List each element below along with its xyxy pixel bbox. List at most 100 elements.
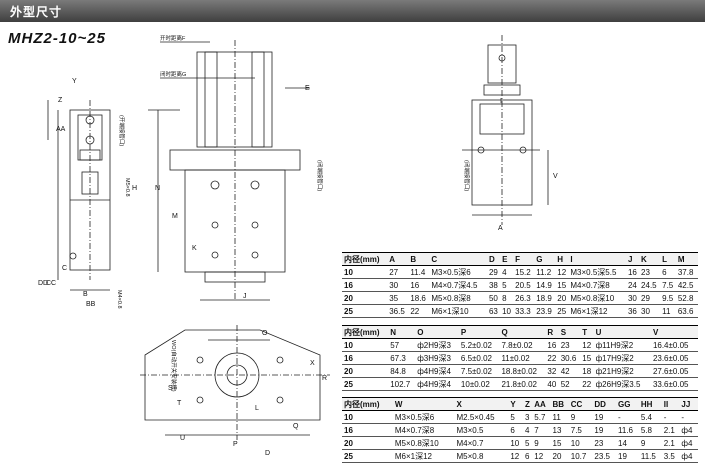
drawing-label-h: H — [132, 185, 137, 192]
table-cell: 12 — [509, 449, 525, 463]
table-header-cell: 内径(mm) — [342, 397, 394, 411]
table-cell: 16 — [342, 423, 394, 437]
table-header-cell: Q — [500, 325, 547, 339]
table-cell: - — [680, 410, 698, 424]
table-header-cell: M — [676, 252, 698, 266]
drawing-label-y: Y — [72, 78, 77, 85]
table-cell: 23.9 — [535, 304, 557, 318]
table-cell: 30 — [388, 278, 410, 292]
table-cell: 63 — [487, 304, 502, 318]
table-cell: 16 — [546, 338, 560, 352]
table-cell: 27 — [388, 265, 410, 279]
table-cell: 20.5 — [514, 278, 536, 292]
table-cell: 4 — [501, 265, 515, 279]
table-cell: 25 — [342, 449, 394, 463]
table-header-cell: A — [388, 252, 410, 266]
table-cell: 22 — [546, 351, 560, 365]
table-header-cell: X — [455, 397, 510, 411]
table-header-cell: HH — [639, 397, 663, 411]
table-header-cell: 内径(mm) — [342, 252, 389, 266]
table-cell: M5×0.8深10 — [393, 436, 456, 450]
table-header-cell: G — [535, 252, 557, 266]
table-cell: 19 — [593, 423, 618, 437]
drawing-label-s: S — [168, 385, 173, 392]
table-cell: 5 — [524, 436, 534, 450]
table-cell: 19 — [617, 449, 640, 463]
table-header-cell: V — [651, 325, 698, 339]
table-header-cell: D — [487, 252, 502, 266]
close-stroke-label: 闭时距离G — [160, 70, 186, 78]
table-cell: 12 — [533, 449, 552, 463]
table-cell: 11 — [661, 304, 677, 318]
table-cell: M4×0.7深8 — [569, 278, 627, 292]
table-cell: 10 — [342, 410, 394, 424]
table-cell: 52 — [559, 377, 582, 391]
table-cell: 22 — [409, 304, 431, 318]
table-cell: 42.5 — [676, 278, 698, 292]
table-cell: 20 — [342, 436, 394, 450]
top-view-drawing — [462, 35, 549, 225]
table-cell: ф26H9深3.5 — [594, 377, 652, 391]
table-cell: 18 — [581, 364, 595, 378]
table-cell: 38 — [487, 278, 502, 292]
table-cell: 11.5 — [639, 449, 663, 463]
dimension-table-3: 内径(mm) W X Y Z AA BB CC DD GG HH II JJ 1… — [342, 397, 698, 463]
front-view-drawing — [148, 40, 310, 301]
table-header-cell: BB — [551, 397, 570, 411]
table-cell: 32 — [546, 364, 560, 378]
table-cell: - — [662, 410, 681, 424]
table-cell: 67.3 — [389, 351, 417, 365]
close-port-label-top: (闭端接管口) — [463, 160, 471, 191]
table-cell: 15 — [581, 351, 595, 365]
table-header-cell: O — [416, 325, 460, 339]
table-cell: 57 — [389, 338, 417, 352]
table-cell: 24.5 — [640, 278, 662, 292]
table-cell: M6×1深12 — [569, 304, 627, 318]
table-header-cell: GG — [617, 397, 640, 411]
table-cell: 7.5±0.02 — [459, 364, 501, 378]
table-cell: 21.8±0.02 — [500, 377, 547, 391]
bottom-view-drawing — [140, 325, 330, 440]
table-cell: 10 — [342, 338, 390, 352]
model-title: MHZ2-10~25 — [8, 30, 106, 47]
drawing-label-k: K — [192, 245, 197, 252]
table-cell: ф4H9深4 — [416, 364, 460, 378]
table-cell: 11.2 — [535, 265, 557, 279]
table-cell: 14.9 — [535, 278, 557, 292]
drawing-label-z: Z — [58, 97, 63, 104]
thread-note-label: M5×0.8 — [124, 178, 130, 197]
close-port-label: (闭端接管口) — [316, 160, 324, 191]
table-cell: 16 — [342, 278, 389, 292]
drawing-label-u: U — [180, 435, 185, 442]
table-cell: 5.7 — [533, 410, 552, 424]
table-cell: 3.5 — [662, 449, 681, 463]
section-header-bar: 外型尺寸 — [0, 0, 705, 22]
table-cell: 2.1 — [662, 436, 681, 450]
drawing-label-l: L — [255, 405, 259, 412]
table-header-cell: I — [569, 252, 627, 266]
table-cell: ф2H9深3 — [416, 338, 460, 352]
table-cell: M4×0.7深8 — [393, 423, 456, 437]
table-cell: 19 — [593, 410, 618, 424]
table-header-cell: S — [559, 325, 582, 339]
drawing-label-aa: AA — [56, 126, 66, 133]
table-cell: 29 — [640, 291, 662, 305]
table-cell: M6×1深10 — [430, 304, 488, 318]
table-cell: ф17H9深2 — [594, 351, 652, 365]
table-cell: 3 — [524, 410, 534, 424]
table-cell: 5.2±0.02 — [459, 338, 501, 352]
table-cell: ф3H9深3 — [416, 351, 460, 365]
table-cell: 5.4 — [639, 410, 663, 424]
table-cell: 20 — [556, 291, 570, 305]
table-header-cell: J — [626, 252, 641, 266]
drawing-label-x: X — [310, 360, 315, 367]
table-cell: M3×0.5深6 — [430, 265, 488, 279]
drawing-label-r: R — [322, 375, 327, 382]
drawing-label-o: O — [262, 330, 268, 337]
table-cell: 10 — [509, 436, 525, 450]
